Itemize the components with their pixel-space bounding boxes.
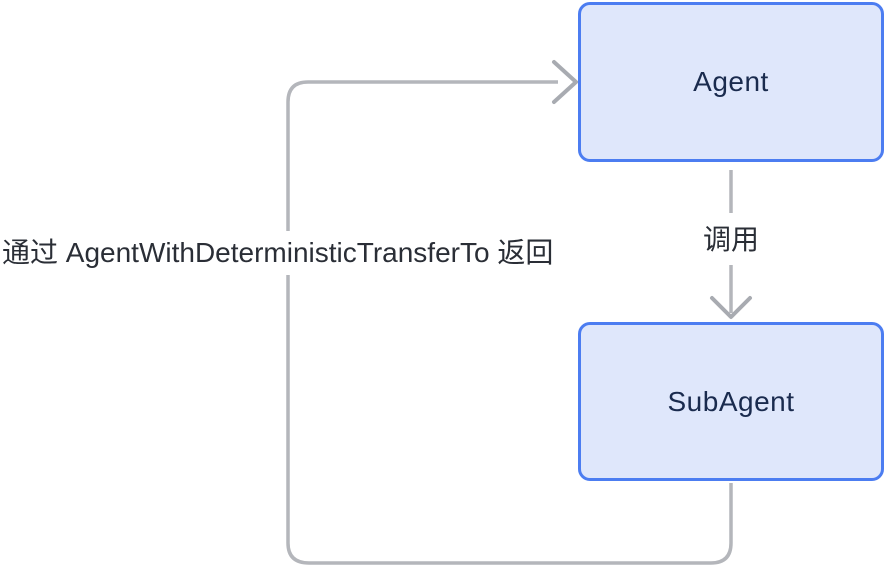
- subagent-node-label: SubAgent: [667, 385, 795, 417]
- return-edge-line: [286, 80, 733, 565]
- call-arrowhead-icon: [710, 296, 752, 319]
- call-edge-label: 调用: [694, 218, 768, 262]
- subagent-node: SubAgent: [578, 322, 884, 481]
- agent-node: Agent: [578, 2, 884, 162]
- agent-node-label: Agent: [693, 66, 769, 97]
- return-arrowhead-icon: [552, 60, 578, 104]
- return-edge-label: 通过 AgentWithDeterministicTransferTo 返回: [0, 231, 558, 275]
